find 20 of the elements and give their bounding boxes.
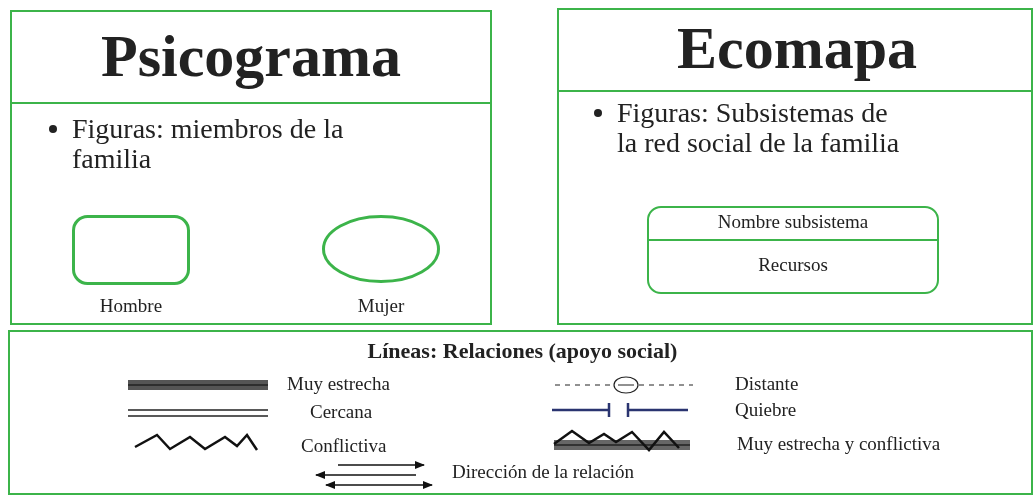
- legend-title: Líneas: Relaciones (apoyo social): [366, 338, 679, 364]
- subsystem-resources: Recursos: [757, 254, 829, 276]
- panel: [10, 10, 492, 325]
- legend-label: Dirección de la relación: [452, 461, 634, 483]
- shape-caption: Hombre: [98, 295, 164, 317]
- legend-label: Muy estrecha y conflictiva: [737, 433, 941, 455]
- legend-panel: [8, 330, 1033, 495]
- bullet-text: Figuras: Subsistemas de la red social de la familia: [617, 98, 901, 158]
- panel-title: Psicograma: [100, 22, 402, 91]
- shape-caption: Mujer: [356, 295, 406, 317]
- legend-label: Muy estrecha: [287, 373, 390, 395]
- legend-label: Conflictiva: [301, 435, 387, 457]
- legend-label: Quiebre: [735, 399, 797, 421]
- subsystem-box: [647, 206, 939, 294]
- bullet-text: Figuras: miembros de la familia: [72, 114, 345, 174]
- panel-title: Ecomapa: [676, 14, 918, 83]
- legend-label: Cercana: [310, 401, 373, 423]
- panel: [557, 8, 1033, 325]
- legend-label: Distante: [735, 373, 799, 395]
- subsystem-name: Nombre subsistema: [716, 211, 870, 233]
